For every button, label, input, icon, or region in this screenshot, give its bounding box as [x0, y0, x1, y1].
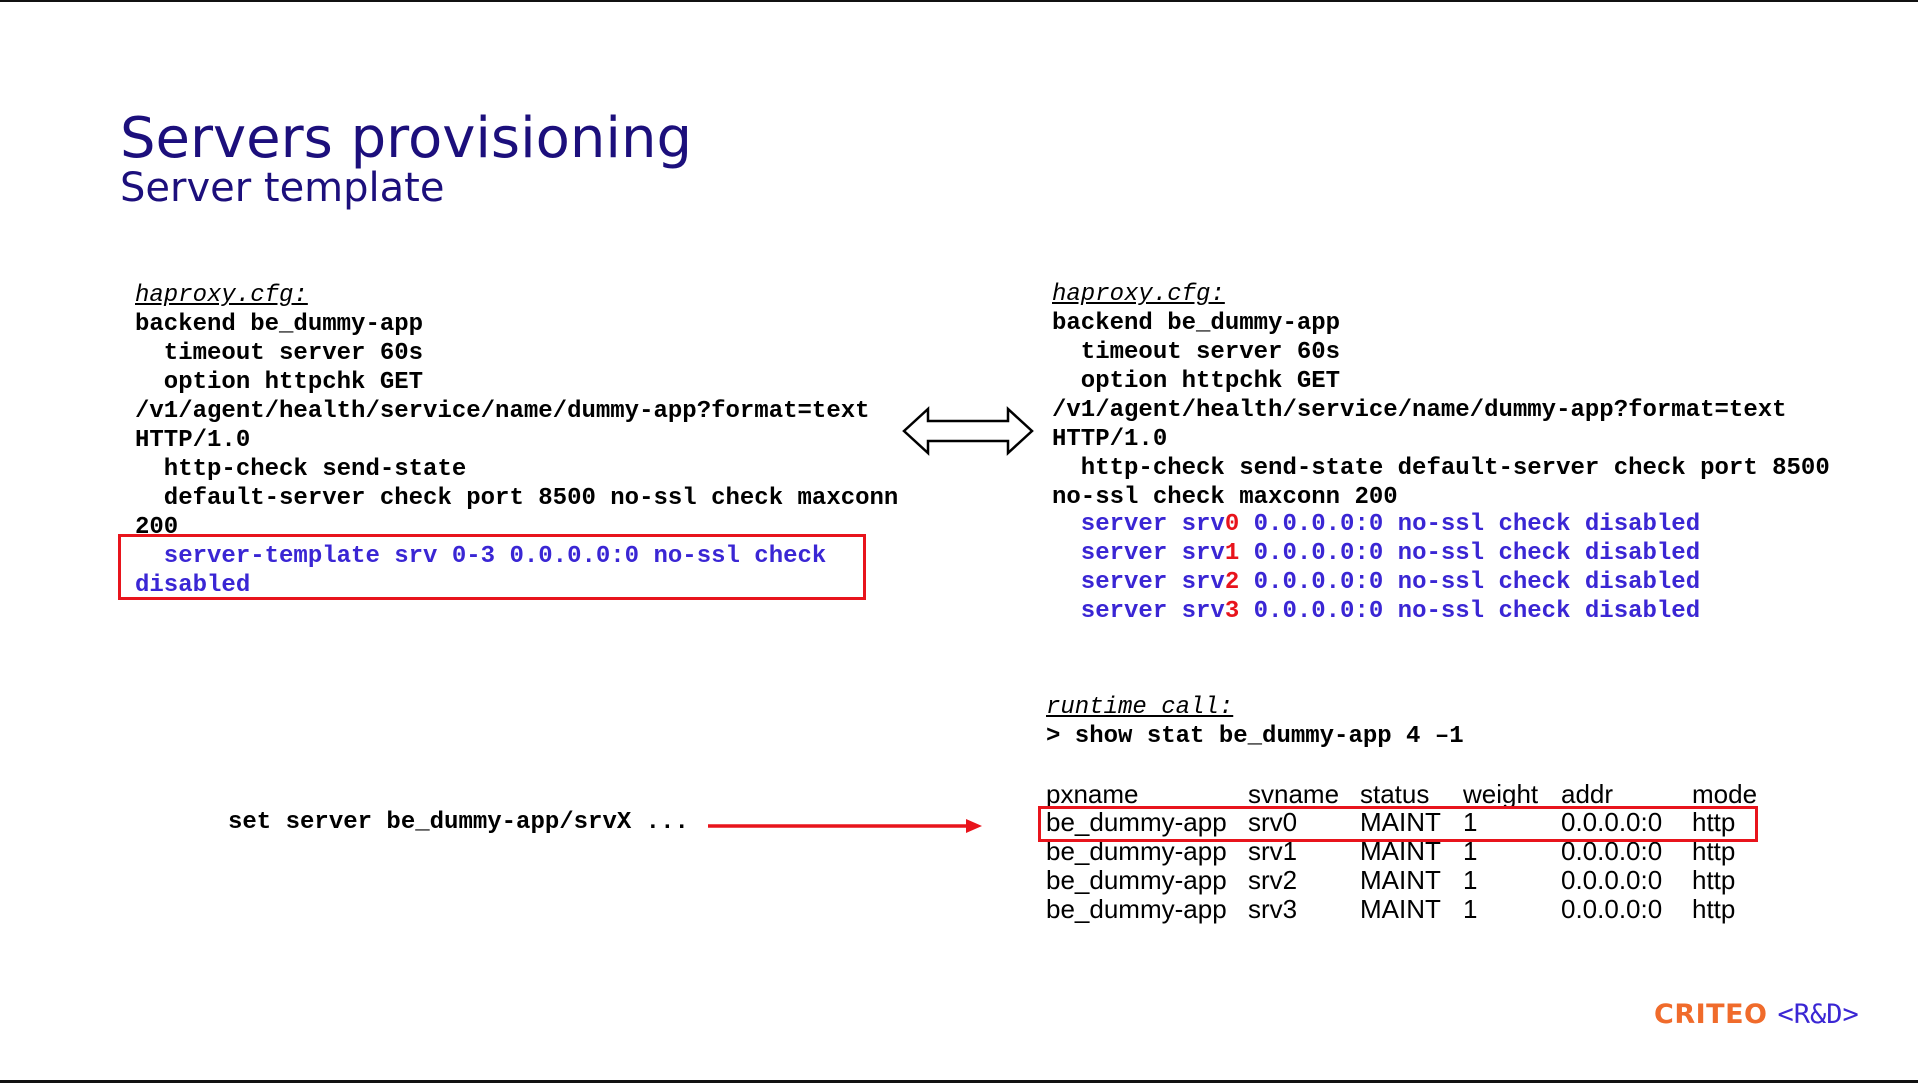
table-cell: 1 [1463, 836, 1478, 866]
table-cell: be_dummy-app [1046, 894, 1227, 924]
right-config-line: timeout server 60s [1052, 339, 1341, 366]
column-header: mode [1692, 779, 1758, 809]
column-header: svname [1248, 779, 1340, 809]
set-server-command: set server be_dummy-app/srvX ... [228, 809, 689, 836]
logo-suffix: <R&D> [1777, 999, 1859, 1030]
server-index: 0 [1224, 511, 1240, 538]
runtime-command: > show stat be_dummy-app 4 –1 [1046, 723, 1464, 750]
server-line: server srv2 0.0.0.0:0 no-ssl check disab… [1052, 569, 1701, 596]
right-config-line: http-check send-state default-server che… [1052, 455, 1830, 482]
table-cell: 1 [1463, 865, 1478, 895]
right-config-label: haproxy.cfg: [1052, 281, 1225, 308]
server-template-highlight-box [118, 534, 866, 600]
table-cell: 0.0.0.0:0 [1561, 807, 1663, 837]
double-arrow-icon [902, 406, 1034, 456]
table-cell: be_dummy-app [1046, 807, 1227, 837]
server-index: 1 [1224, 540, 1240, 567]
table-cell: http [1692, 894, 1736, 924]
table-cell: 1 [1463, 894, 1478, 924]
table-cell: srv3 [1248, 894, 1298, 924]
server-line: server srv1 0.0.0.0:0 no-ssl check disab… [1052, 540, 1701, 567]
runtime-call-label: runtime call: [1046, 694, 1234, 721]
column-header: addr [1561, 779, 1614, 809]
srv0-highlight-box [1038, 806, 1758, 842]
bottom-border [0, 1080, 1918, 1083]
left-config-label: haproxy.cfg: [135, 282, 308, 309]
server-template-line: disabled [135, 572, 251, 599]
table-cell: http [1692, 865, 1736, 895]
criteo-logo: CRITEO <R&D> [1654, 999, 1859, 1030]
server-index: 2 [1224, 569, 1240, 596]
left-config-line: backend be_dummy-app [135, 311, 424, 338]
right-config-line: /v1/agent/health/service/name/dummy-app?… [1052, 397, 1787, 424]
table-cell: srv2 [1248, 865, 1298, 895]
server-template-line: server-template srv 0-3 0.0.0.0:0 no-ssl… [135, 543, 827, 570]
red-arrow-icon [708, 819, 982, 833]
left-config-line: /v1/agent/health/service/name/dummy-app?… [135, 398, 870, 425]
right-config-line: HTTP/1.0 [1052, 426, 1168, 453]
right-config-line: backend be_dummy-app [1052, 310, 1341, 337]
logo-brand: CRITEO [1654, 999, 1768, 1030]
left-config-line: http-check send-state [135, 456, 467, 483]
top-border [0, 0, 1918, 2]
server-line: server srv3 0.0.0.0:0 no-ssl check disab… [1052, 598, 1701, 625]
table-cell: MAINT [1360, 865, 1441, 895]
slide-title: Servers provisioning [120, 106, 693, 171]
left-config-line: HTTP/1.0 [135, 427, 251, 454]
server-line: server srv0 0.0.0.0:0 no-ssl check disab… [1052, 511, 1701, 538]
server-index: 3 [1224, 598, 1240, 625]
table-cell: MAINT [1360, 807, 1441, 837]
table-cell: 0.0.0.0:0 [1561, 894, 1663, 924]
table-cell: 1 [1463, 807, 1478, 837]
table-cell: MAINT [1360, 894, 1441, 924]
left-config-line: timeout server 60s [135, 340, 424, 367]
table-cell: srv0 [1248, 807, 1298, 837]
table-cell: 0.0.0.0:0 [1561, 865, 1663, 895]
column-header: status [1360, 779, 1430, 809]
column-header: weight [1463, 779, 1539, 809]
left-config-line: default-server check port 8500 no-ssl ch… [135, 485, 899, 512]
table-cell: be_dummy-app [1046, 865, 1227, 895]
left-config-line: option httpchk GET [135, 369, 424, 396]
table-cell: http [1692, 807, 1736, 837]
column-header: pxname [1046, 779, 1139, 809]
right-config-line: no-ssl check maxconn 200 [1052, 484, 1398, 511]
right-config-line: option httpchk GET [1052, 368, 1341, 395]
slide-subtitle: Server template [120, 165, 445, 211]
